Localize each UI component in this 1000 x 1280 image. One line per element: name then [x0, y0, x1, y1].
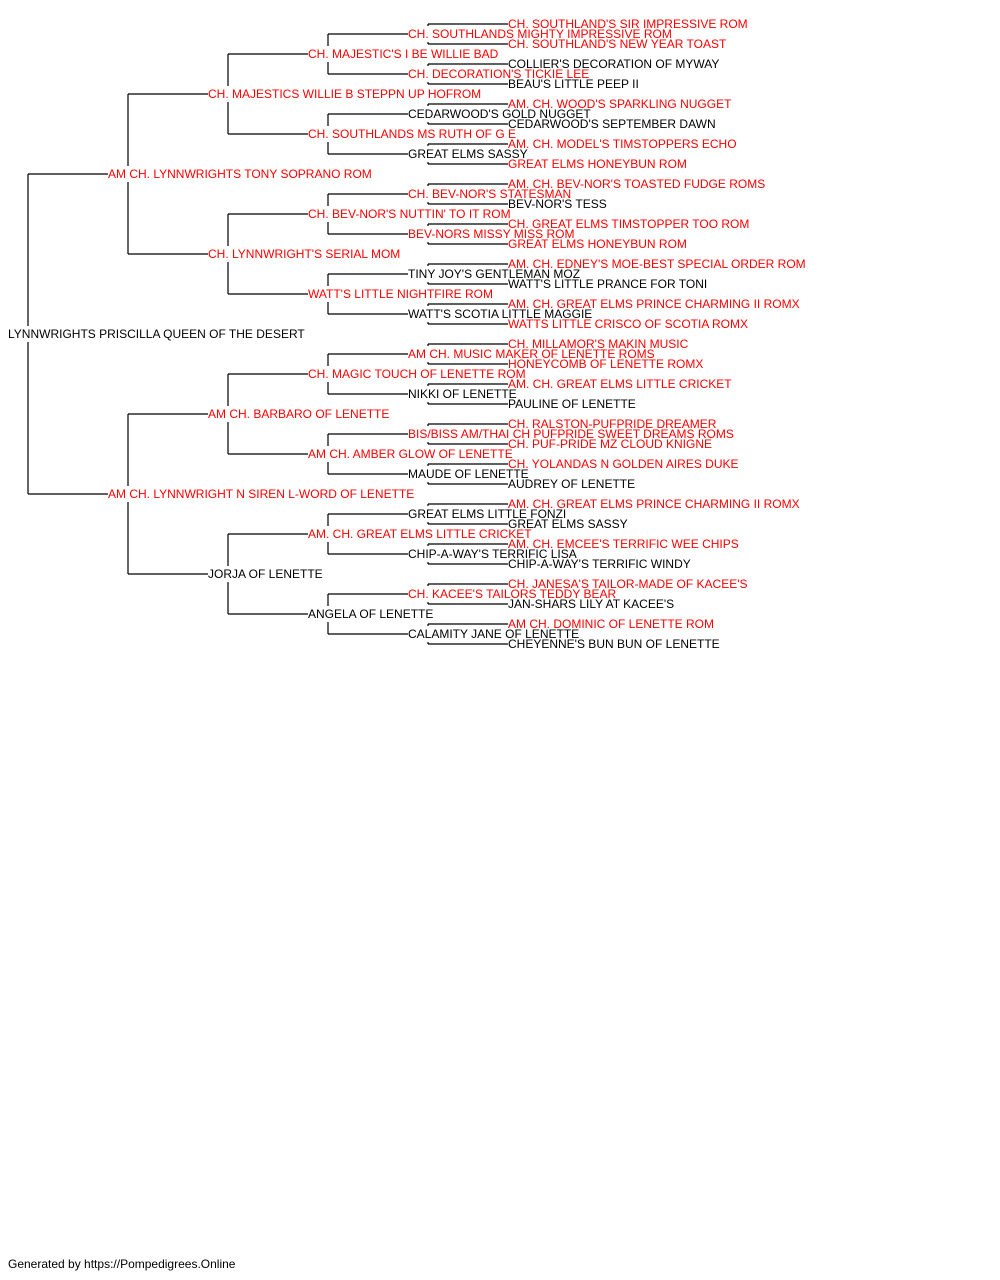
gen5-sire-name[interactable]: AM. CH. EDNEY'S MOE-BEST SPECIAL ORDER R… — [508, 257, 806, 271]
gen4-sire-name[interactable]: AM CH. MUSIC MAKER OF LENETTE ROMS — [408, 347, 655, 361]
gen4-sire-name[interactable]: BIS/BISS AM/THAI CH PUFPRIDE SWEET DREAM… — [408, 427, 734, 441]
gen5-dam-name[interactable]: GREAT ELMS HONEYBUN ROM — [508, 157, 687, 171]
gen5-sire-name[interactable]: AM. CH. GREAT ELMS LITTLE CRICKET — [508, 377, 732, 391]
gen1-sire-name[interactable]: AM CH. LYNNWRIGHTS TONY SOPRANO ROM — [108, 167, 372, 181]
gen3-dam-name[interactable]: WATT'S LITTLE NIGHTFIRE ROM — [308, 287, 493, 301]
gen4-dam-name[interactable]: GREAT ELMS SASSY — [408, 147, 528, 161]
gen4-dam-name[interactable]: CHIP-A-WAY'S TERRIFIC LISA — [408, 547, 577, 561]
gen4-dam-name[interactable]: NIKKI OF LENETTE — [408, 387, 517, 401]
gen5-dam-name[interactable]: PAULINE OF LENETTE — [508, 397, 636, 411]
gen3-sire-name[interactable]: CH. MAGIC TOUCH OF LENETTE ROM — [308, 367, 526, 381]
footer-credit: Generated by https://Pompedigrees.Online — [8, 1257, 236, 1271]
gen4-dam-name[interactable]: CH. DECORATION'S TICKIE LEE — [408, 67, 589, 81]
gen5-dam-name[interactable]: BEAU'S LITTLE PEEP II — [508, 77, 639, 91]
gen5-dam-name[interactable]: GREAT ELMS HONEYBUN ROM — [508, 237, 687, 251]
gen3-sire-name[interactable]: CH. MAJESTIC'S I BE WILLIE BAD — [308, 47, 499, 61]
gen5-dam-name[interactable]: CEDARWOOD'S SEPTEMBER DAWN — [508, 117, 716, 131]
gen4-sire-name[interactable]: GREAT ELMS LITTLE FONZI — [408, 507, 566, 521]
gen4-sire-name[interactable]: CH. KACEE'S TAILORS TEDDY BEAR — [408, 587, 616, 601]
gen5-dam-name[interactable]: GREAT ELMS SASSY — [508, 517, 628, 531]
gen5-dam-name[interactable]: CHEYENNE'S BUN BUN OF LENETTE — [508, 637, 720, 651]
gen2-dam-name[interactable]: JORJA OF LENETTE — [208, 567, 323, 581]
gen5-sire-name[interactable]: AM CH. DOMINIC OF LENETTE ROM — [508, 617, 714, 631]
gen1-dam-name[interactable]: AM CH. LYNNWRIGHT N SIREN L-WORD OF LENE… — [108, 487, 414, 501]
gen5-dam-name[interactable]: WATT'S LITTLE PRANCE FOR TONI — [508, 277, 707, 291]
gen5-sire-name[interactable]: AM. CH. MODEL'S TIMSTOPPERS ECHO — [508, 137, 737, 151]
gen3-sire-name[interactable]: AM. CH. GREAT ELMS LITTLE CRICKET — [308, 527, 532, 541]
gen5-sire-name[interactable]: CH. MILLAMOR'S MAKIN MUSIC — [508, 337, 689, 351]
gen3-dam-name[interactable]: CH. SOUTHLANDS MS RUTH OF G E — [308, 127, 516, 141]
subject-name[interactable]: LYNNWRIGHTS PRISCILLA QUEEN OF THE DESER… — [8, 327, 305, 341]
gen5-dam-name[interactable]: CH. PUF-PRIDE MZ CLOUD KNIGNE — [508, 437, 712, 451]
gen4-dam-name[interactable]: BEV-NORS MISSY MISS ROM — [408, 227, 574, 241]
gen5-dam-name[interactable]: CH. SOUTHLAND'S NEW YEAR TOAST — [508, 37, 727, 51]
gen4-sire-name[interactable]: CH. BEV-NOR'S STATESMAN — [408, 187, 571, 201]
gen5-dam-name[interactable]: BEV-NOR'S TESS — [508, 197, 607, 211]
gen5-sire-name[interactable]: AM. CH. WOOD'S SPARKLING NUGGET — [508, 97, 732, 111]
gen5-sire-name[interactable]: CH. GREAT ELMS TIMSTOPPER TOO ROM — [508, 217, 749, 231]
gen4-dam-name[interactable]: CALAMITY JANE OF LENETTE — [408, 627, 579, 641]
gen4-sire-name[interactable]: CH. SOUTHLANDS MIGHTY IMPRESSIVE ROM — [408, 27, 672, 41]
gen5-sire-name[interactable]: CH. JANESA'S TAILOR-MADE OF KACEE'S — [508, 577, 748, 591]
gen5-sire-name[interactable]: CH. SOUTHLAND'S SIR IMPRESSIVE ROM — [508, 17, 748, 31]
gen5-sire-name[interactable]: AM. CH. BEV-NOR'S TOASTED FUDGE ROMS — [508, 177, 765, 191]
gen5-sire-name[interactable]: COLLIER'S DECORATION OF MYWAY — [508, 57, 719, 71]
gen5-sire-name[interactable]: CH. YOLANDAS N GOLDEN AIRES DUKE — [508, 457, 739, 471]
gen5-sire-name[interactable]: CH. RALSTON-PUFPRIDE DREAMER — [508, 417, 717, 431]
gen2-dam-name[interactable]: CH. LYNNWRIGHT'S SERIAL MOM — [208, 247, 400, 261]
gen5-dam-name[interactable]: WATTS LITTLE CRISCO OF SCOTIA ROMX — [508, 317, 748, 331]
gen2-sire-name[interactable]: AM CH. BARBARO OF LENETTE — [208, 407, 389, 421]
gen5-dam-name[interactable]: JAN-SHARS LILY AT KACEE'S — [508, 597, 674, 611]
gen5-dam-name[interactable]: HONEYCOMB OF LENETTE ROMX — [508, 357, 703, 371]
gen5-sire-name[interactable]: AM. CH. EMCEE'S TERRIFIC WEE CHIPS — [508, 537, 739, 551]
gen4-sire-name[interactable]: CEDARWOOD'S GOLD NUGGET — [408, 107, 591, 121]
gen5-sire-name[interactable]: AM. CH. GREAT ELMS PRINCE CHARMING II RO… — [508, 297, 800, 311]
gen3-dam-name[interactable]: ANGELA OF LENETTE — [308, 607, 433, 621]
gen3-dam-name[interactable]: AM CH. AMBER GLOW OF LENETTE — [308, 447, 513, 461]
gen5-sire-name[interactable]: AM. CH. GREAT ELMS PRINCE CHARMING II RO… — [508, 497, 800, 511]
gen2-sire-name[interactable]: CH. MAJESTICS WILLIE B STEPPN UP HOFROM — [208, 87, 481, 101]
gen4-sire-name[interactable]: TINY JOY'S GENTLEMAN MOZ — [408, 267, 580, 281]
gen4-dam-name[interactable]: WATT'S SCOTIA LITTLE MAGGIE — [408, 307, 592, 321]
gen5-dam-name[interactable]: AUDREY OF LENETTE — [508, 477, 635, 491]
gen5-dam-name[interactable]: CHIP-A-WAY'S TERRIFIC WINDY — [508, 557, 691, 571]
gen3-sire-name[interactable]: CH. BEV-NOR'S NUTTIN' TO IT ROM — [308, 207, 511, 221]
gen4-dam-name[interactable]: MAUDE OF LENETTE — [408, 467, 529, 481]
